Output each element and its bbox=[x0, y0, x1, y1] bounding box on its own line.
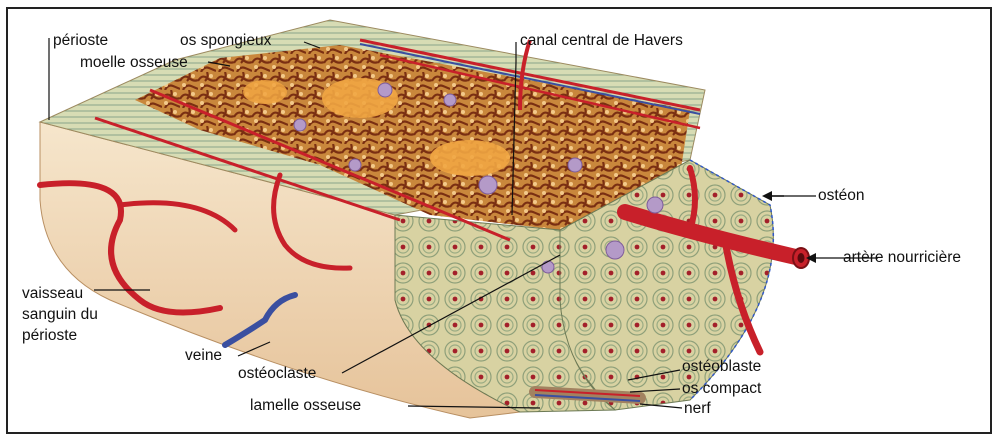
label-osteoblast: ostéoblaste bbox=[682, 358, 761, 376]
label-periosteum: périoste bbox=[53, 32, 108, 50]
label-vein: veine bbox=[185, 347, 222, 365]
osteoclast-cell bbox=[378, 83, 392, 97]
label-compact-bone: os compact bbox=[682, 380, 761, 398]
label-osteon: ostéon bbox=[818, 187, 865, 205]
label-nutrient-artery: artère nourricière bbox=[843, 249, 961, 267]
label-nerve: nerf bbox=[684, 400, 711, 418]
label-spongy-bone: os spongieux bbox=[180, 32, 271, 50]
label-osteoclast: ostéoclaste bbox=[238, 365, 316, 383]
label-periosteal-vessel: vaisseau sanguin du périoste bbox=[22, 283, 132, 346]
label-haversian-canal: canal central de Havers bbox=[520, 32, 683, 50]
label-periosteal-vessel-line3: périoste bbox=[22, 325, 132, 346]
marrow-patch bbox=[243, 80, 287, 104]
label-bone-lamella: lamelle osseuse bbox=[250, 397, 361, 415]
label-periosteal-vessel-line2: sanguin du bbox=[22, 304, 132, 325]
label-periosteal-vessel-line1: vaisseau bbox=[22, 283, 132, 304]
marrow-patch bbox=[430, 140, 510, 176]
label-bone-marrow: moelle osseuse bbox=[80, 54, 188, 72]
